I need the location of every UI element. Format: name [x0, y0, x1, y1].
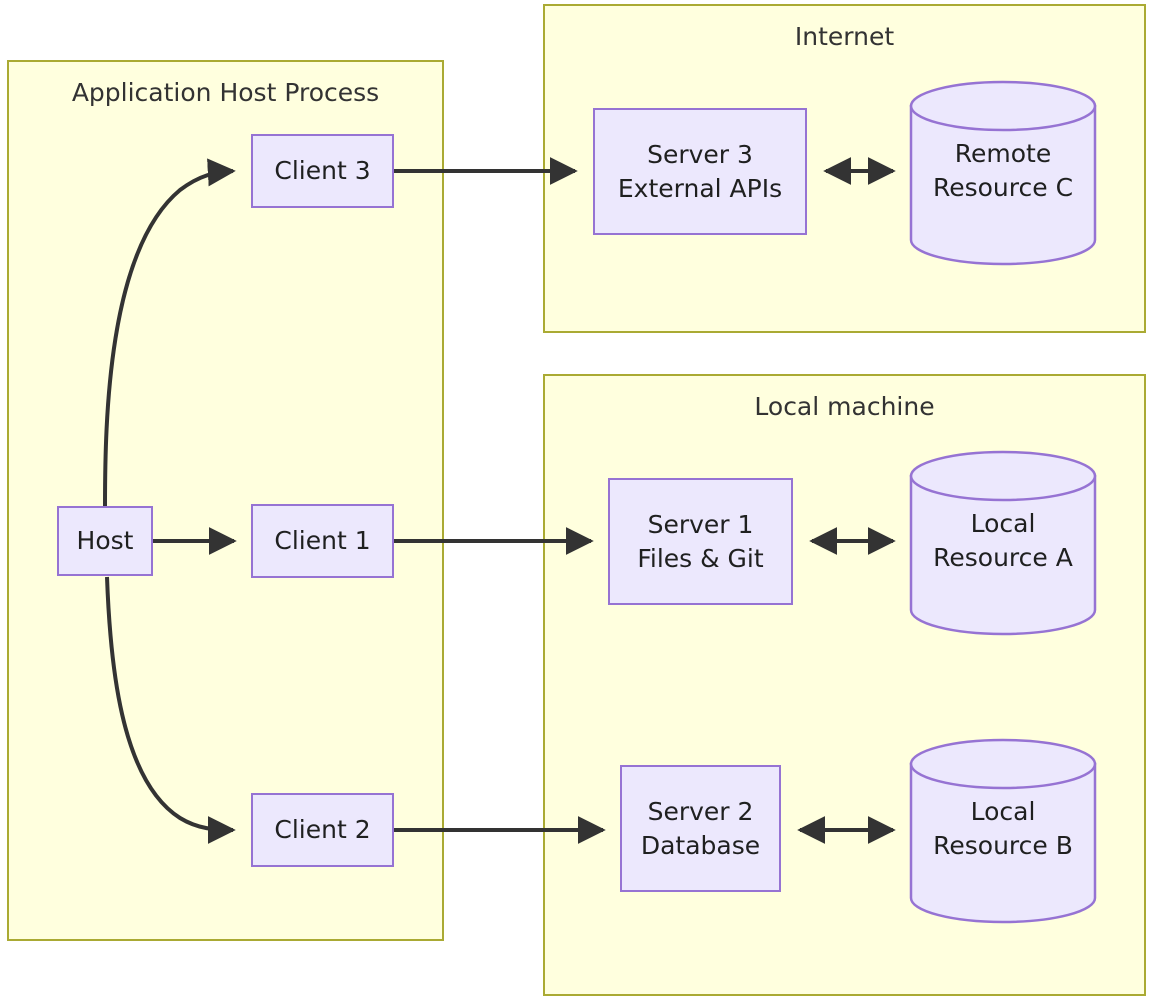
container-title-application-host-process: Application Host Process: [71, 78, 380, 107]
node-client-3[interactable]: Client 3: [251, 134, 394, 208]
node-server-3[interactable]: Server 3 External APIs: [593, 108, 807, 235]
node-server-1-sublabel: Files & Git: [637, 543, 764, 573]
node-server-2-label: Server 2: [647, 796, 754, 826]
node-server-2-sublabel: Database: [640, 830, 761, 860]
node-server-1-label: Server 1: [647, 509, 754, 539]
node-host-label: Host: [76, 526, 134, 556]
node-client-2-label: Client 2: [274, 815, 371, 845]
cylinder-local-resource-a[interactable]: Local Resource A: [909, 450, 1097, 636]
node-server-3-label: Server 3: [647, 139, 753, 169]
database-cylinder-icon: [909, 738, 1097, 924]
database-cylinder-icon: [909, 80, 1097, 266]
container-title-internet: Internet: [794, 22, 895, 51]
node-host[interactable]: Host: [57, 506, 153, 576]
node-client-1[interactable]: Client 1: [251, 504, 394, 578]
node-server-2[interactable]: Server 2 Database: [620, 765, 781, 892]
node-server-1[interactable]: Server 1 Files & Git: [608, 478, 793, 605]
node-server-3-sublabel: External APIs: [617, 173, 783, 203]
node-client-1-label: Client 1: [274, 526, 371, 556]
database-cylinder-icon: [909, 450, 1097, 636]
cylinder-local-resource-b[interactable]: Local Resource B: [909, 738, 1097, 924]
node-client-3-label: Client 3: [274, 156, 371, 186]
container-title-local-machine: Local machine: [754, 392, 935, 421]
cylinder-remote-resource-c[interactable]: Remote Resource C: [909, 80, 1097, 266]
node-client-2[interactable]: Client 2: [251, 793, 394, 867]
